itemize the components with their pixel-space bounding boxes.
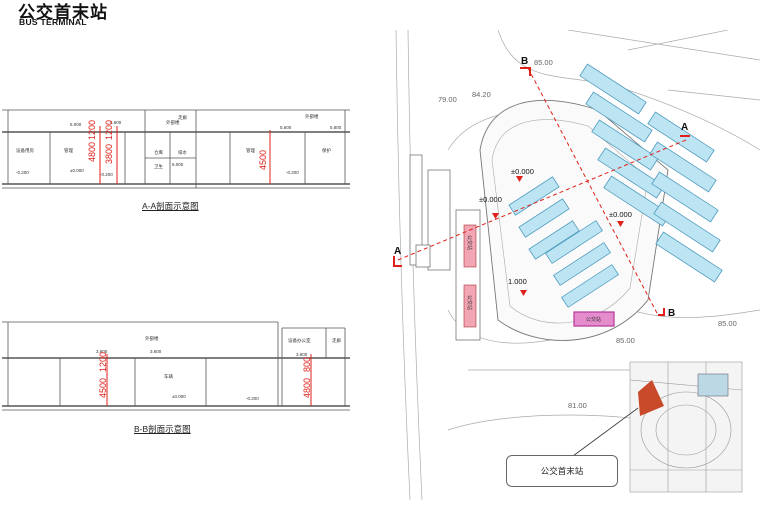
svg-text:6.000: 6.000 — [172, 162, 184, 167]
svg-text:79.00: 79.00 — [438, 95, 457, 104]
svg-text:A: A — [394, 246, 401, 257]
svg-text:4500: 4500 — [258, 150, 268, 170]
bus-bay — [651, 171, 719, 223]
bus-bays — [508, 63, 723, 308]
svg-text:5.600: 5.600 — [280, 125, 292, 130]
section-bb-caption: B-B剖面示意图 — [134, 424, 191, 434]
inset-key-map — [629, 361, 743, 493]
svg-text:4800: 4800 — [302, 378, 312, 398]
bus-bay — [591, 119, 659, 171]
section-aa-drawing: 6.000 5.600 外部楼 走廊 5.600 外部楼 5.800 设备用房 … — [2, 109, 350, 189]
bus-bay — [528, 220, 580, 260]
bus-bay — [579, 63, 647, 115]
svg-text:车辆: 车辆 — [164, 373, 173, 380]
svg-text:±0.000: ±0.000 — [511, 167, 534, 176]
svg-text:1.000: 1.000 — [508, 277, 527, 286]
page-title: 公交首末站 — [18, 3, 108, 22]
svg-text:±0.000: ±0.000 — [172, 394, 186, 399]
site-highlight — [638, 380, 664, 416]
bus-bay — [545, 220, 603, 264]
svg-text:1200: 1200 — [87, 120, 97, 140]
pink-room-label: 公交站 — [586, 316, 601, 323]
svg-text:±0.000: ±0.000 — [70, 168, 84, 173]
svg-text:外部楼: 外部楼 — [166, 119, 180, 126]
svg-text:B: B — [521, 56, 528, 67]
elevation-labels: 84.20 79.00 85.00 85.00 85.00 81.00 ±0.0… — [438, 58, 737, 410]
elevation-triangles — [492, 176, 624, 296]
svg-text:保护: 保护 — [322, 147, 331, 154]
section-aa-labels: 6.000 5.600 外部楼 走廊 5.600 外部楼 5.800 设备用房 … — [16, 113, 342, 177]
bus-bay — [597, 147, 665, 199]
bus-bay — [508, 176, 560, 216]
svg-text:±0.000: ±0.000 — [609, 210, 632, 219]
section-lines — [397, 67, 687, 316]
svg-text:B: B — [668, 308, 675, 319]
svg-text:4500: 4500 — [98, 378, 108, 398]
svg-text:4800: 4800 — [87, 142, 97, 162]
svg-text:3800: 3800 — [104, 144, 114, 164]
svg-text:85.00: 85.00 — [534, 58, 553, 67]
svg-text:3.600: 3.600 — [96, 349, 108, 354]
pink-room-label: 公交站 — [466, 235, 473, 250]
svg-text:外部楼: 外部楼 — [145, 335, 159, 342]
svg-text:800: 800 — [302, 357, 312, 372]
section-bb-labels: 外部楼 3.600 3.600 设备办公室 走廊 3.600 车辆 ±0.000… — [96, 335, 341, 401]
section-aa-dimensions: 4800 1200 3800 1200 4500 — [87, 120, 268, 170]
svg-text:-0.200: -0.200 — [246, 396, 259, 401]
bus-bay — [518, 198, 570, 238]
section-bb-dimensions: 4500 1200 4800 800 — [98, 352, 312, 398]
bus-bay — [649, 141, 717, 193]
svg-text:1200: 1200 — [98, 352, 108, 372]
bus-bay — [585, 91, 653, 143]
svg-text:卫生: 卫生 — [154, 163, 163, 169]
svg-text:管理: 管理 — [64, 147, 73, 154]
svg-text:设备办公室: 设备办公室 — [288, 337, 311, 344]
svg-text:-0.200: -0.200 — [16, 170, 29, 175]
svg-text:1200: 1200 — [104, 120, 114, 140]
svg-text:仓库: 仓库 — [154, 149, 163, 156]
site-callout: 公交首末站 — [506, 455, 618, 487]
svg-text:6.000: 6.000 — [70, 122, 82, 127]
svg-text:外部楼: 外部楼 — [305, 113, 319, 120]
bus-bay — [561, 264, 619, 308]
section-aa-caption: A-A剖面示意图 — [142, 201, 199, 211]
svg-text:5.600: 5.600 — [110, 120, 122, 125]
svg-text:84.20: 84.20 — [472, 90, 491, 99]
svg-text:排水: 排水 — [178, 149, 187, 156]
svg-text:85.00: 85.00 — [616, 336, 635, 345]
svg-text:设备用房: 设备用房 — [16, 147, 34, 154]
pink-room-label: 公交站 — [466, 295, 473, 310]
pink-rooms — [463, 224, 615, 328]
section-bb-drawing: 外部楼 3.600 3.600 设备办公室 走廊 3.600 车辆 ±0.000… — [2, 321, 350, 411]
svg-text:走廊: 走廊 — [332, 337, 341, 344]
section-marker-labels: A A B B — [394, 56, 688, 319]
bus-bay — [653, 201, 721, 253]
svg-text:走廊: 走廊 — [178, 114, 187, 121]
svg-text:-0.200: -0.200 — [286, 170, 299, 175]
svg-text:81.00: 81.00 — [568, 401, 587, 410]
svg-text:3.600: 3.600 — [296, 352, 308, 357]
svg-text:5.800: 5.800 — [330, 125, 342, 130]
svg-text:3.600: 3.600 — [150, 349, 162, 354]
svg-text:管理: 管理 — [246, 147, 255, 154]
svg-text:-0.200: -0.200 — [100, 172, 113, 177]
site-plan: 公交站 公交站 公交站 A A B B 84.20 79.00 85.00 85… — [393, 30, 760, 500]
svg-text:±0.000: ±0.000 — [479, 195, 502, 204]
page-subtitle: BUS TERMINAL — [19, 17, 87, 27]
svg-text:A: A — [681, 122, 688, 133]
svg-text:85.00: 85.00 — [718, 319, 737, 328]
bus-bay — [655, 231, 723, 283]
bus-bay — [553, 242, 611, 286]
